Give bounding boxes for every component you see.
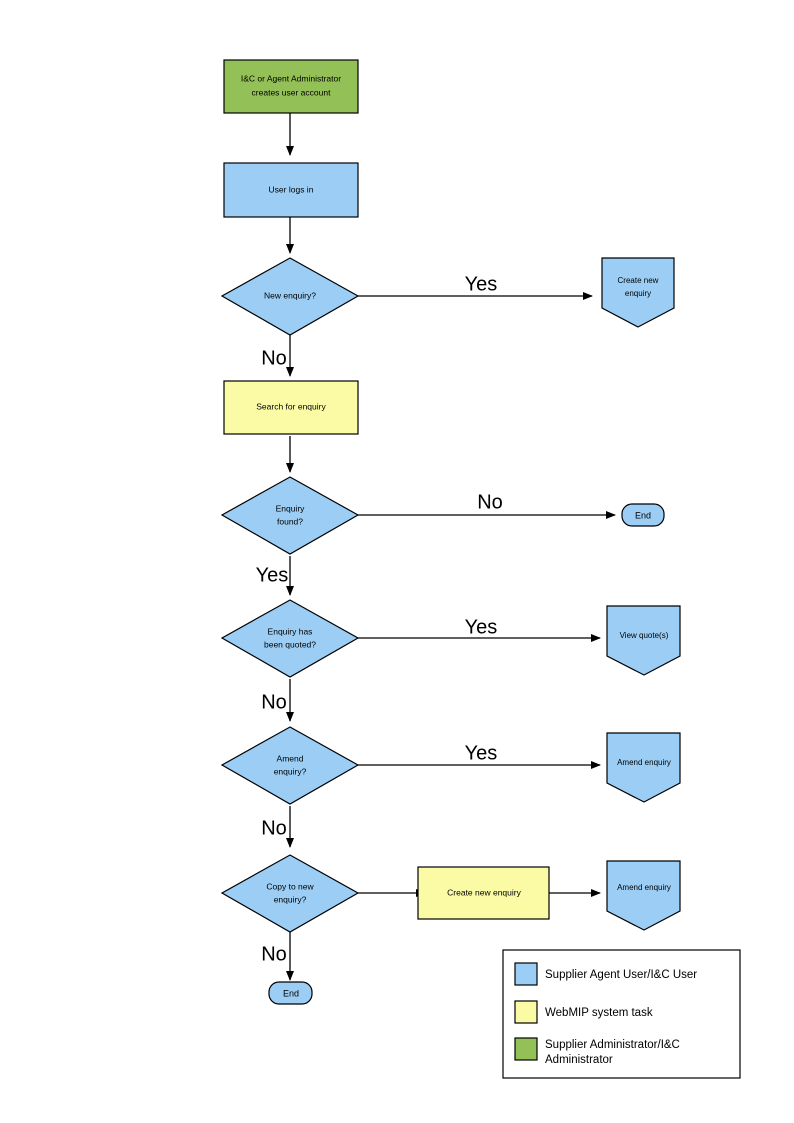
- legend-label-green-line1: Supplier Administrator/I&C: [545, 1039, 680, 1051]
- edge-label-enquiry-quoted-no: No: [261, 691, 287, 713]
- edge-label-enquiry-found-no: No: [477, 491, 503, 513]
- node-create-new-enquiry-top[interactable]: Create new enquiry: [601, 257, 675, 328]
- legend-label-green-line2: Administrator: [545, 1054, 613, 1066]
- legend-label-blue: Supplier Agent User/I&C User: [545, 969, 697, 981]
- edge-label-enquiry-quoted-yes: Yes: [465, 616, 498, 638]
- legend-swatch-green: [514, 1037, 538, 1061]
- edge-label-new-enquiry-yes: Yes: [465, 273, 498, 295]
- edge-label-new-enquiry-no: No: [261, 347, 287, 369]
- create-new-enquiry-top-label-line1: Create new: [618, 276, 659, 285]
- edge-label-amend-enquiry-no: No: [261, 817, 287, 839]
- enquiry-found-shape: [220, 476, 360, 555]
- legend-item-webmip-system-task: WebMIP system task: [514, 1000, 653, 1024]
- search-for-enquiry-shape: [223, 380, 359, 435]
- node-user-logs-in[interactable]: User logs in: [223, 162, 359, 218]
- edges: [286, 113, 616, 981]
- enquiry-quoted-label-line2: been quoted?: [264, 639, 316, 649]
- search-for-enquiry-label: Search for enquiry: [256, 401, 326, 411]
- legend-border: [502, 949, 741, 1079]
- node-create-new-enquiry-bottom[interactable]: Create new enquiry: [417, 866, 550, 920]
- create-new-enquiry-bottom-label: Create new enquiry: [447, 887, 521, 897]
- edge-labels: Yes No No Yes Yes No Yes No No: [256, 273, 503, 965]
- node-enquiry-quoted-decision[interactable]: Enquiry has been quoted?: [220, 599, 360, 678]
- create-account-label-line1: I&C or Agent Administrator: [241, 73, 341, 83]
- edge-label-enquiry-found-yes: Yes: [256, 564, 289, 586]
- amend-enquiry-bottom-label: Amend enquiry: [617, 883, 671, 892]
- create-new-enquiry-top-label-line2: enquiry: [625, 289, 651, 298]
- enquiry-quoted-label-line1: Enquiry has: [268, 626, 313, 636]
- legend-label-yellow: WebMIP system task: [545, 1007, 653, 1019]
- end-top-shape: [621, 503, 665, 527]
- node-amend-enquiry-decision[interactable]: Amend enquiry?: [220, 726, 360, 805]
- edge-label-copy-to-new-no: No: [261, 943, 287, 965]
- create-new-enquiry-top-shape: [601, 257, 675, 328]
- amend-enquiry-label-line1: Amend: [277, 753, 304, 763]
- node-view-quotes[interactable]: View quote(s): [606, 605, 681, 676]
- legend-swatch-blue: [514, 962, 538, 986]
- end-bottom-shape: [268, 981, 313, 1005]
- node-search-for-enquiry[interactable]: Search for enquiry: [223, 380, 359, 435]
- node-end-bottom[interactable]: End: [268, 981, 313, 1005]
- copy-to-new-label-line1: Copy to new: [266, 881, 314, 891]
- new-enquiry-label: New enquiry?: [264, 290, 316, 300]
- edge-label-amend-enquiry-yes: Yes: [465, 742, 498, 764]
- amend-enquiry-shape: [220, 726, 360, 805]
- enquiry-found-label-line2: found?: [277, 516, 303, 526]
- node-amend-enquiry-mid[interactable]: Amend enquiry: [606, 732, 681, 803]
- node-end-top[interactable]: End: [621, 503, 665, 527]
- legend-item-supplier-agent-user: Supplier Agent User/I&C User: [514, 962, 697, 986]
- end-bottom-label: End: [283, 988, 299, 998]
- node-new-enquiry-decision[interactable]: New enquiry?: [220, 257, 360, 336]
- node-amend-enquiry-bottom[interactable]: Amend enquiry: [606, 860, 681, 931]
- amend-enquiry-bottom-shape: [606, 860, 681, 931]
- amend-enquiry-mid-shape: [606, 732, 681, 803]
- end-top-label: End: [635, 510, 651, 520]
- copy-to-new-label-line2: enquiry?: [274, 894, 307, 904]
- create-account-label-line2: creates user account: [252, 87, 332, 97]
- amend-enquiry-label-line2: enquiry?: [274, 766, 307, 776]
- node-copy-to-new-decision[interactable]: Copy to new enquiry?: [220, 854, 360, 933]
- node-enquiry-found-decision[interactable]: Enquiry found?: [220, 476, 360, 555]
- copy-to-new-shape: [220, 854, 360, 933]
- create-new-enquiry-bottom-shape: [417, 866, 550, 920]
- view-quotes-label: View quote(s): [620, 631, 669, 640]
- legend-item-supplier-administrator: Supplier Administrator/I&C Administrator: [514, 1037, 680, 1066]
- legend-swatch-yellow: [514, 1000, 538, 1024]
- new-enquiry-shape: [220, 257, 360, 336]
- view-quotes-shape: [606, 605, 681, 676]
- legend: Supplier Agent User/I&C User WebMIP syst…: [502, 949, 741, 1079]
- enquiry-found-label-line1: Enquiry: [276, 503, 306, 513]
- amend-enquiry-mid-label: Amend enquiry: [617, 758, 671, 767]
- create-account-shape: [223, 59, 359, 114]
- node-create-user-account[interactable]: I&C or Agent Administrator creates user …: [223, 59, 359, 114]
- enquiry-quoted-shape: [220, 599, 360, 678]
- user-logs-in-label: User logs in: [269, 184, 314, 194]
- user-logs-in-shape: [223, 162, 359, 218]
